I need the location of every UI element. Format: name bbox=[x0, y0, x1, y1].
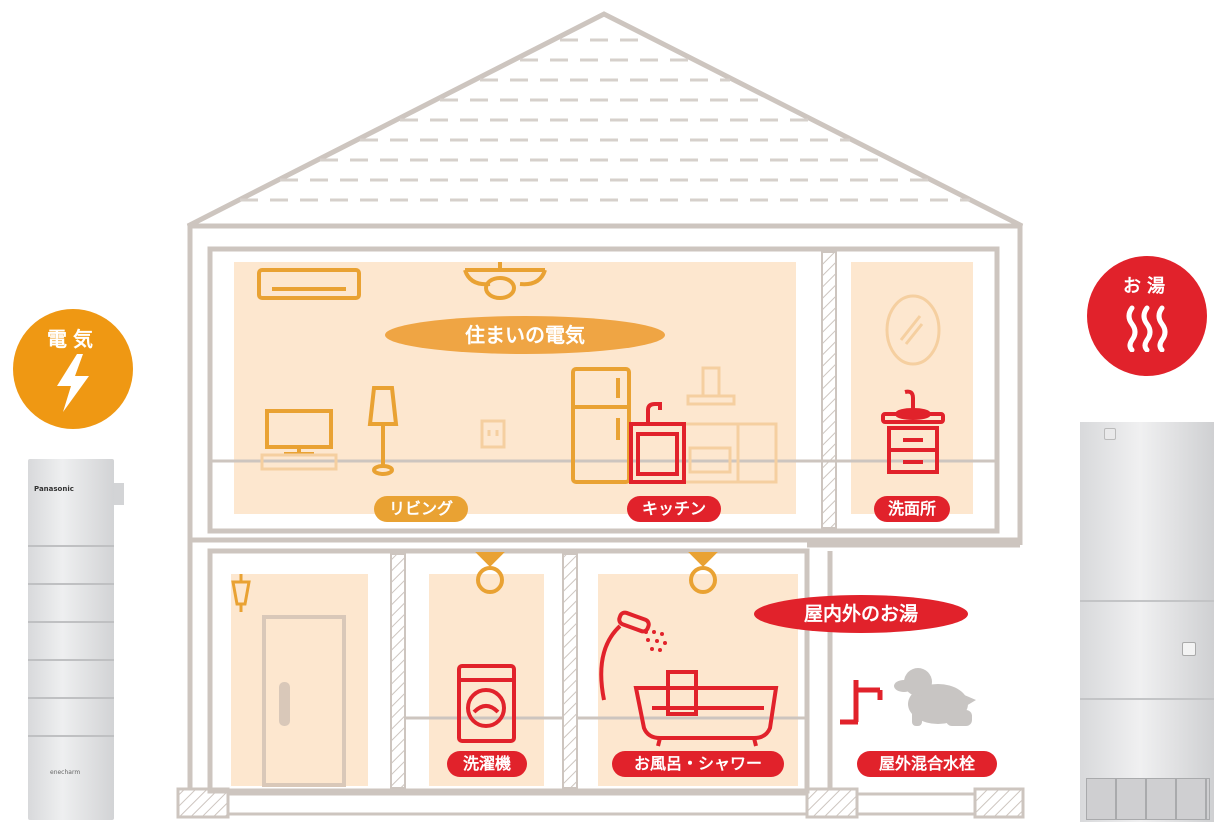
hotwater-badge: お湯 bbox=[1087, 256, 1207, 376]
room-label-laundry: 洗濯機 bbox=[447, 751, 527, 777]
electric-badge-label: 電気 bbox=[13, 323, 133, 352]
storage-battery-device: Panasonic enecharm bbox=[28, 459, 114, 820]
hotwater-badge-label: お湯 bbox=[1087, 272, 1207, 298]
heater-seam-bottom bbox=[1080, 698, 1214, 700]
lightning-icon bbox=[53, 354, 93, 412]
steam-icon bbox=[1122, 302, 1172, 352]
heater-vent-panels bbox=[1086, 778, 1210, 820]
outdoor-faucet-icon bbox=[840, 680, 880, 722]
heater-seam-top bbox=[1080, 600, 1214, 602]
battery-brand-label: Panasonic bbox=[34, 485, 74, 493]
home-electric-pill: 住まいの電気 bbox=[385, 316, 665, 354]
dog-icon bbox=[894, 668, 976, 726]
battery-logo-label: enecharm bbox=[50, 769, 80, 776]
heater-top-cap bbox=[1104, 428, 1116, 440]
roof bbox=[188, 14, 1022, 226]
battery-panel-lines bbox=[28, 509, 114, 769]
foundation bbox=[178, 789, 1023, 817]
water-heater-device bbox=[1080, 422, 1214, 822]
battery-side-panel bbox=[114, 483, 124, 505]
heater-indicator bbox=[1182, 642, 1196, 656]
room-label-outdoor-faucet: 屋外混合水栓 bbox=[857, 751, 997, 777]
electric-badge: 電気 bbox=[13, 309, 133, 429]
room-label-washroom: 洗面所 bbox=[874, 496, 950, 522]
room-label-bath: お風呂・シャワー bbox=[612, 751, 784, 777]
indoor-outdoor-hotwater-pill: 屋内外のお湯 bbox=[754, 595, 968, 633]
room-label-living: リビング bbox=[374, 496, 468, 522]
room-label-kitchen: キッチン bbox=[627, 496, 721, 522]
